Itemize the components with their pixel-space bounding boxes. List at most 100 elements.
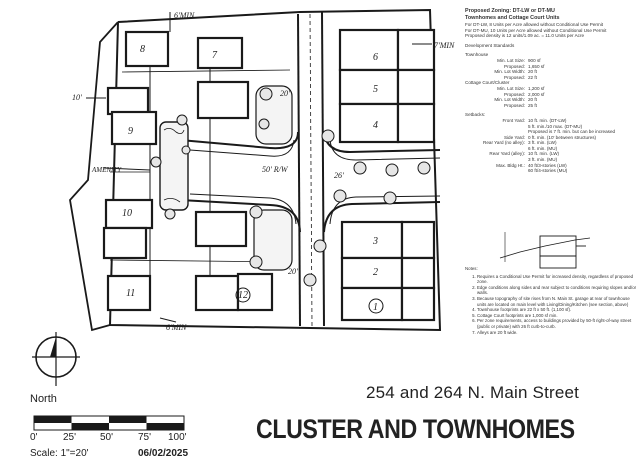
setback-row: 3 ft. min. (MU)	[528, 157, 558, 163]
unit-number-11: 11	[126, 288, 135, 299]
units-title: Townhomes and Cottage Court Units	[465, 15, 560, 21]
property-line	[108, 8, 442, 332]
note-item: Because topography of site rises from N.…	[477, 296, 637, 307]
tree-icon	[383, 191, 397, 205]
townhouse-unit-6-rear	[396, 28, 436, 72]
townhouse-unit-5	[338, 68, 400, 106]
standard-row: Min. Lot Width:20 ft	[494, 69, 537, 75]
unit-12-circle	[235, 287, 251, 303]
tree-icon	[150, 156, 162, 168]
sidewalk-line	[189, 139, 295, 157]
setback-row: 5 ft. min./10 max. (DT-MU)	[528, 123, 583, 129]
setback-row: Proposed is 7 ft. min. but can be increa…	[528, 129, 616, 135]
tree-icon	[333, 189, 347, 203]
townhouse-unit-3	[340, 220, 404, 260]
cottage-unit-12-west	[194, 274, 240, 312]
tree-icon	[385, 163, 399, 177]
cottage-unit-7	[196, 36, 244, 70]
townhouse-unit-4	[338, 102, 400, 144]
setback-row: Rear Yard (alley):10 ft. min. (LW)	[489, 151, 560, 157]
amenity-leader	[103, 167, 151, 171]
note-item: Requires a Conditional Use Permit for in…	[477, 274, 637, 285]
setback-row: 6 ft. min. (MU)	[528, 145, 558, 151]
standard-row: Proposed:2,000 sf	[504, 91, 545, 97]
zoning-line: Proposed density is 12 units/1.09 ac. = …	[465, 33, 585, 39]
dim-20ft-north: 20'	[280, 89, 290, 98]
dim-50-rw: 50' R/W	[262, 165, 289, 174]
plan-date: 06/02/2025	[138, 448, 189, 459]
landscape-island	[255, 85, 293, 145]
tree-icon	[321, 129, 335, 143]
lot-line	[121, 69, 291, 73]
note-item: Edge conditions along sides and rear sub…	[477, 285, 637, 296]
tree-icon	[303, 273, 317, 287]
unit-number-7: 7	[212, 50, 218, 61]
townhouse-unit-1	[340, 286, 404, 322]
standard-row: Proposed:22 ft	[504, 74, 537, 80]
scale-tick-label: 100'	[168, 432, 187, 443]
unit-number-12: 12	[238, 290, 248, 301]
unit-number-10: 10	[122, 208, 132, 219]
dim-7min: 7'MIN	[434, 41, 455, 50]
townhouse-unit-1-rear	[400, 286, 436, 322]
dim-26ft: 26'	[334, 171, 344, 180]
drive-south-edge-west	[179, 199, 301, 233]
amenity-court	[159, 121, 189, 211]
standard-row: Proposed:25 ft	[504, 102, 537, 108]
unit-number-1: 1	[373, 302, 378, 313]
zoning-line: For DT-LW, 8 Units per Acre allowed with…	[465, 22, 604, 27]
dimension-line	[159, 317, 177, 323]
tree-icon	[181, 145, 191, 155]
standard-row: Min. Lot Width:20 ft	[494, 97, 537, 103]
setback-row: 60 ft/4-stories (MU)	[528, 168, 568, 174]
dim-6min-north: 6'MIN	[174, 11, 195, 20]
landscape-island	[253, 209, 293, 271]
amenity-label: AMENITY	[91, 166, 122, 174]
tree-icon	[164, 208, 176, 220]
note-item: Alleys are 20 ft wide.	[477, 330, 637, 336]
scale-text: Scale: 1"=20'	[30, 448, 89, 459]
setback-row: Rear Yard (no alley):3 ft. min. (LW)	[483, 140, 557, 146]
note-item: Per zone requirements, access to buildin…	[477, 318, 637, 329]
zoning-line: For DT-MU, 10 Units per Acre allowed wit…	[465, 27, 607, 33]
unit-number-4: 4	[373, 120, 378, 131]
cottage-unit-8	[124, 30, 170, 68]
unit-1-circle	[368, 298, 384, 314]
unit-number-5: 5	[373, 84, 378, 95]
drive-north-edge-west	[179, 131, 299, 150]
tree-icon	[249, 205, 263, 219]
page-title: CLUSTER AND TOWNHOMES	[256, 414, 575, 444]
standard-row: Proposed:1,650 sf	[504, 63, 545, 69]
unit-number-8: 8	[140, 44, 145, 55]
cottage-unit-court-north	[196, 80, 250, 120]
townhouse-label: Townhouse	[465, 52, 489, 58]
site-address: 254 and 264 N. Main Street	[366, 383, 580, 402]
unit-number-9: 9	[128, 126, 133, 137]
street-west-edge	[297, 13, 301, 327]
unit-number-3: 3	[372, 236, 378, 247]
townhouse-unit-3-rear	[400, 220, 436, 260]
cottage-unit-9-upper	[106, 86, 150, 116]
cottage-label: Cottage Court/Cluster	[465, 80, 510, 86]
scale-bar	[33, 415, 185, 431]
scale-tick-label: 25'	[63, 432, 77, 443]
standards-title: Development Standards	[465, 42, 515, 48]
standard-row: Min. Lot Size:1,200 sf	[497, 85, 545, 91]
dim-6min-south: 6'MIN	[166, 323, 187, 332]
cottage-unit-10-lower	[102, 226, 148, 260]
cottage-unit-12	[236, 272, 274, 312]
setbacks-title: Setbacks:	[465, 112, 486, 118]
tree-icon	[249, 255, 263, 269]
unit-number-2: 2	[373, 267, 378, 278]
note-item: Townhouse footprints are 22 ft x 50 ft. …	[477, 307, 637, 313]
tree-icon	[259, 87, 273, 101]
townhouse-unit-6	[338, 28, 400, 72]
townhouse-unit-4-rear	[396, 102, 436, 144]
unit-number-6: 6	[373, 52, 378, 63]
scale-tick-label: 75'	[138, 432, 152, 443]
tree-icon	[353, 161, 367, 175]
notes-title: Notes:	[465, 266, 478, 271]
setback-row: Front Yard:10 ft. min. (DT-LW)	[502, 117, 567, 123]
setback-row: Side Yard:0 ft. min. (10' between struct…	[503, 134, 597, 140]
